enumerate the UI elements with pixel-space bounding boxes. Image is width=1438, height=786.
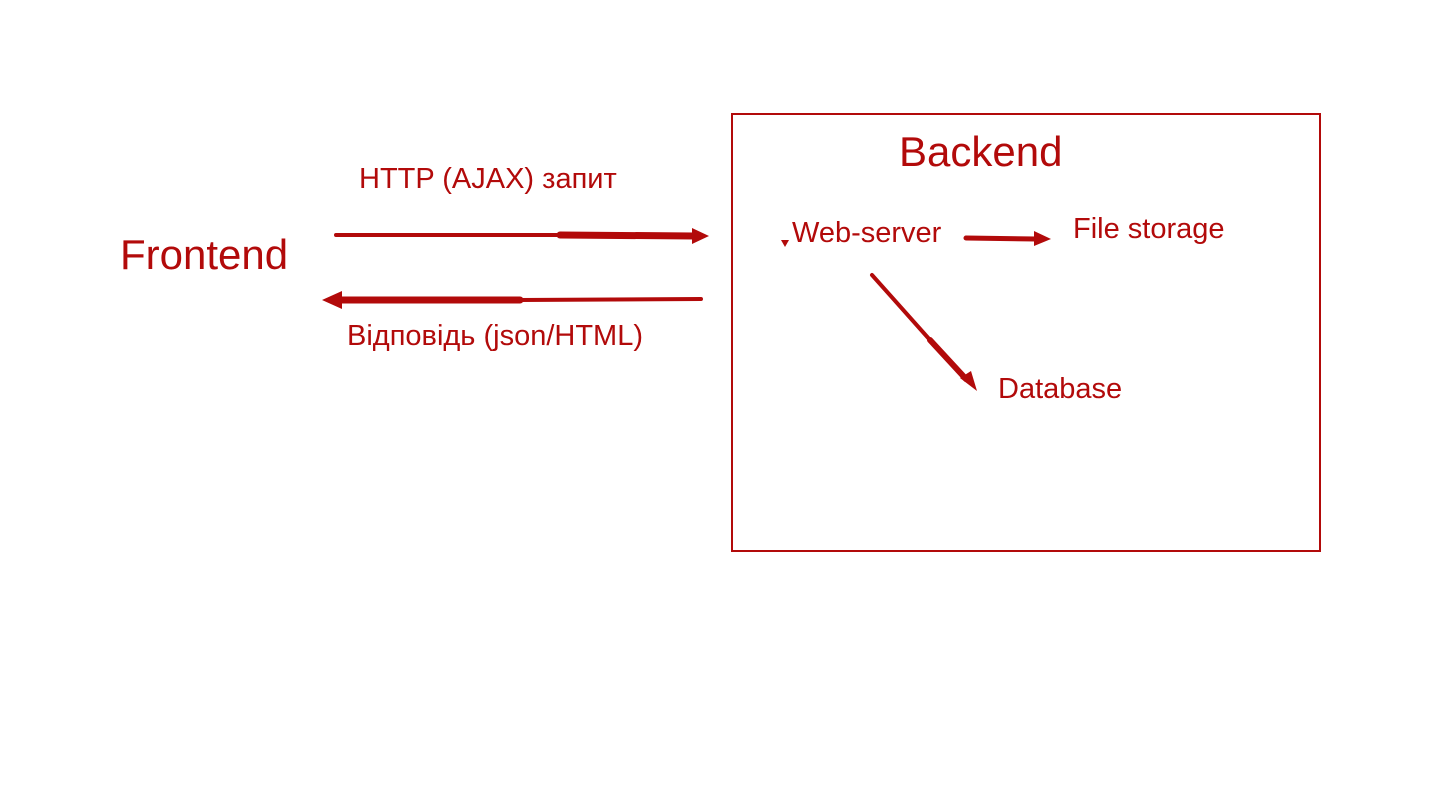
bullet-mark xyxy=(781,240,789,247)
web-server-node: Web-server xyxy=(792,217,942,249)
request-arrow-label: HTTP (AJAX) запит xyxy=(359,163,617,195)
web-server-to-file-storage-arrow xyxy=(963,231,1051,246)
web-server-to-database-arrow xyxy=(870,273,977,391)
backend-box xyxy=(731,113,1321,552)
response-arrow xyxy=(322,291,703,309)
request-arrow xyxy=(334,228,709,244)
frontend-label: Frontend xyxy=(120,231,289,278)
backend-title: Backend xyxy=(899,128,1063,175)
response-arrow-label: Відповідь (json/HTML) xyxy=(347,320,643,352)
file-storage-node: File storage xyxy=(1073,213,1225,245)
database-node: Database xyxy=(998,373,1123,405)
